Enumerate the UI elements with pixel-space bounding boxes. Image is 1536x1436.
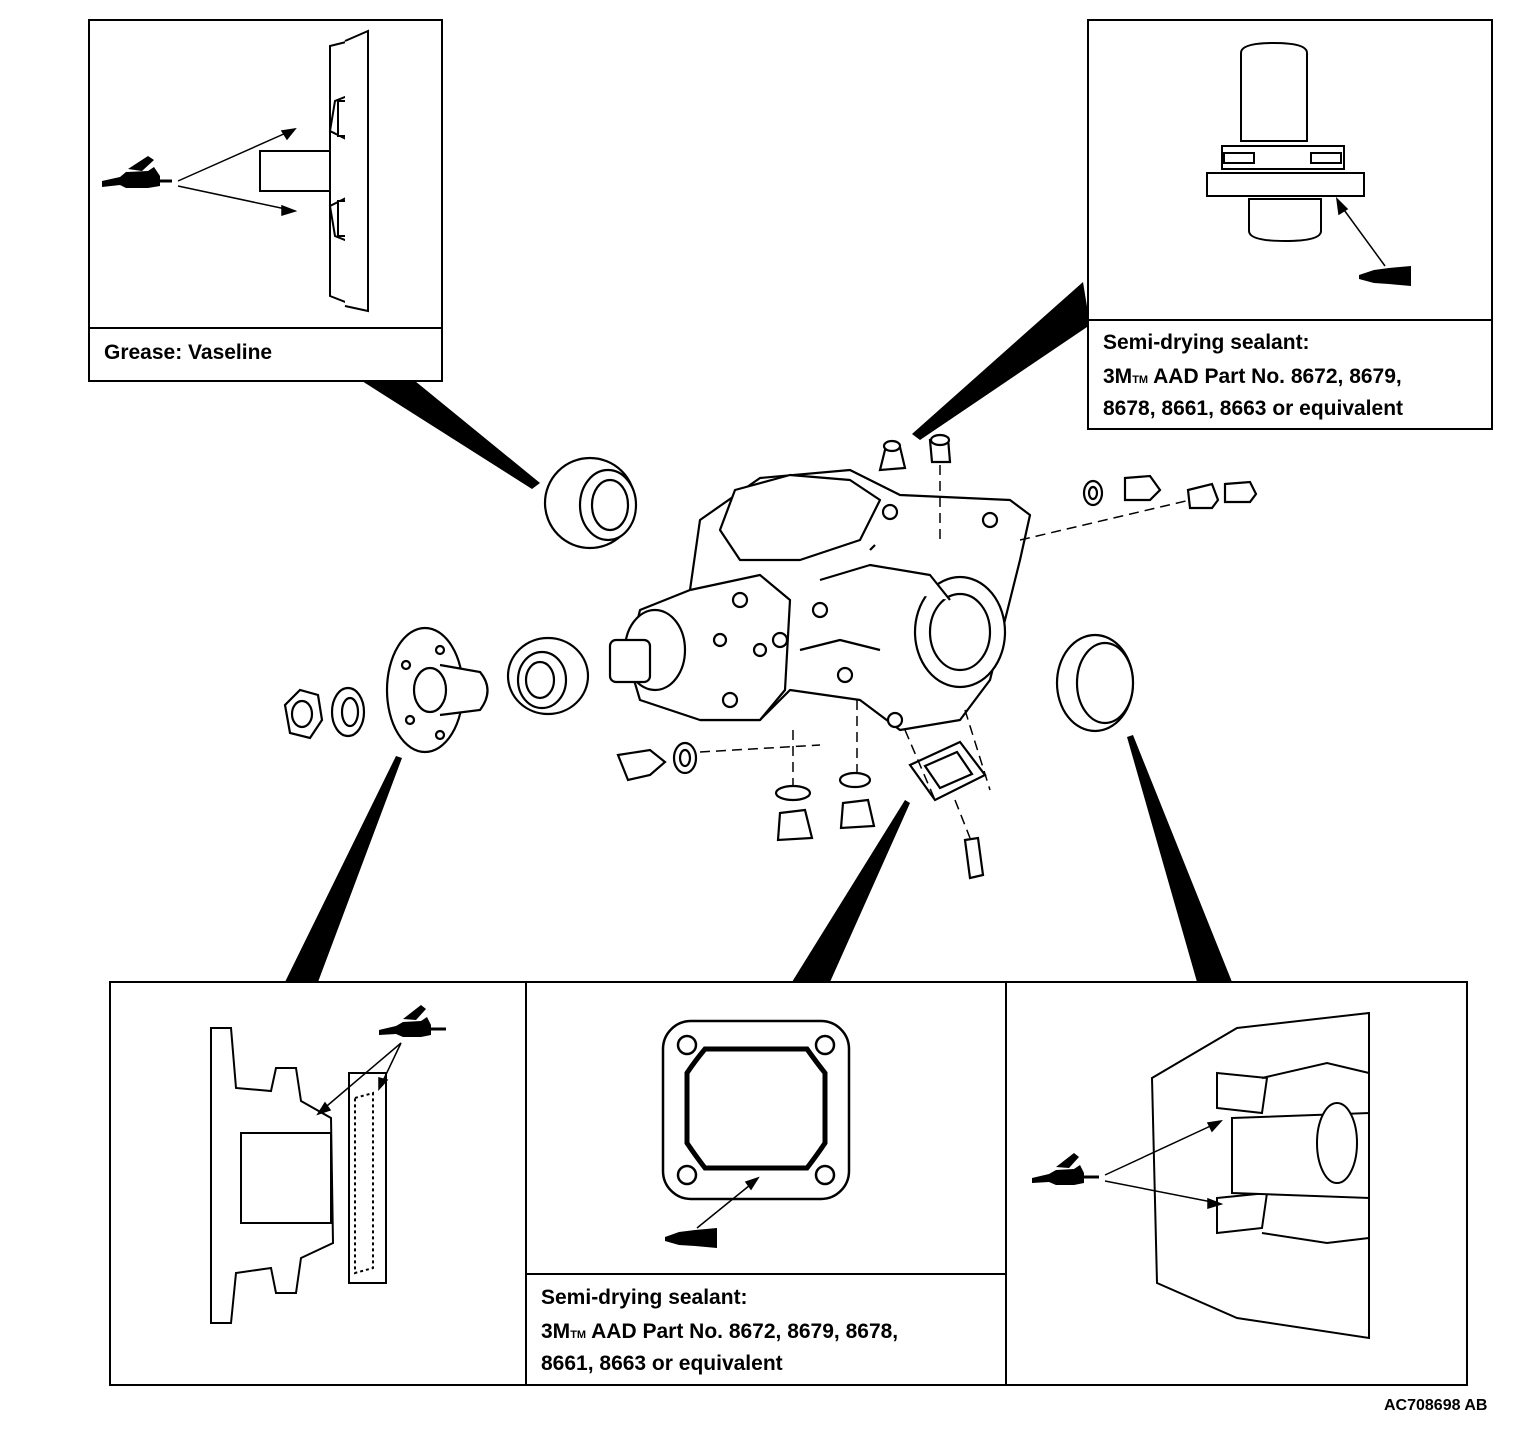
drain-washer — [672, 741, 698, 775]
right-plug-1 — [1123, 474, 1162, 502]
bottom-plug-1 — [776, 808, 814, 842]
right-plug-2 — [1186, 482, 1220, 510]
oil-seal-left — [506, 636, 590, 716]
cover-bolt — [963, 836, 985, 880]
sealant-arrow — [1335, 196, 1386, 267]
companion-flange — [385, 626, 489, 754]
grease-gun-icon — [102, 156, 172, 188]
callout-sealant-vent-plug: Semi-drying sealant: 3MTM AAD Part No. 8… — [1087, 19, 1493, 430]
leader-bottom-middle — [792, 800, 910, 982]
brand-3m: 3M — [541, 1320, 571, 1343]
bottom-washer-1 — [774, 784, 812, 802]
flange-seal-drawing — [210, 1005, 446, 1324]
gasket-sealant-title: Semi-drying sealant: — [541, 1286, 748, 1309]
washer-left — [330, 686, 366, 738]
grease-gun-icon — [379, 1005, 446, 1037]
leader-top-left — [362, 381, 540, 489]
sealant-tube-icon — [665, 1228, 717, 1248]
bottom-plug-2 — [839, 798, 876, 830]
cover-plate — [908, 740, 987, 802]
side-seal-drawing — [1032, 1011, 1370, 1340]
callout-grease-vaseline: Grease: Vaseline — [88, 19, 443, 382]
callout-divider — [90, 327, 441, 329]
callout-row-bottom: Semi-drying sealant: 3MTM AAD Part No. 8… — [109, 981, 1468, 1386]
gasket-part-line1: 3MTM AAD Part No. 8672, 8679, 8678, — [541, 1316, 898, 1351]
vent-plug-2 — [928, 433, 952, 464]
trademark: TM — [1132, 374, 1149, 386]
sealant-tube-icon — [1359, 266, 1411, 286]
leader-bottom-left — [285, 756, 402, 982]
gasket-part-line2: 8661, 8663 or equivalent — [541, 1352, 783, 1375]
figure-reference-code: AC708698 AB — [1384, 1397, 1488, 1414]
gasket-drawing — [661, 1019, 851, 1248]
vent-plug-1 — [878, 439, 907, 472]
leader-top-right — [912, 282, 1090, 440]
grease-label: Grease: Vaseline — [104, 341, 273, 364]
part-numbers: AAD Part No. 8672, 8679, — [1148, 365, 1402, 388]
part-numbers: AAD Part No. 8672, 8679, 8678, — [586, 1320, 899, 1343]
drain-bolt — [616, 748, 667, 782]
gasket-caption-divider — [527, 1273, 1005, 1275]
trademark: TM — [570, 1329, 587, 1341]
sealant-part-line1: 3MTM AAD Part No. 8672, 8679, — [1103, 361, 1402, 396]
oil-seal-top — [543, 456, 638, 550]
exploded-parts — [283, 433, 1258, 880]
oil-seal-right — [1055, 633, 1135, 733]
bearing-section-drawing — [102, 29, 369, 313]
leader-bottom-right — [1127, 735, 1232, 982]
differential-assembly — [608, 468, 1032, 732]
right-washer — [1082, 479, 1104, 507]
pinion-nut — [283, 688, 324, 740]
bottom-washer-2 — [838, 771, 872, 789]
sealant-title: Semi-drying sealant: — [1103, 331, 1310, 354]
right-plug-3 — [1223, 480, 1258, 504]
sealant-part-line2: 8678, 8661, 8663 or equivalent — [1103, 397, 1404, 420]
vent-plug-drawing — [1206, 41, 1411, 286]
assembly-lines — [699, 465, 1191, 839]
panel-divider-2 — [1005, 983, 1007, 1384]
callout-divider — [1089, 319, 1491, 321]
panel-divider-1 — [525, 983, 527, 1384]
brand-3m: 3M — [1103, 365, 1133, 388]
grease-gun-icon — [1032, 1153, 1099, 1185]
